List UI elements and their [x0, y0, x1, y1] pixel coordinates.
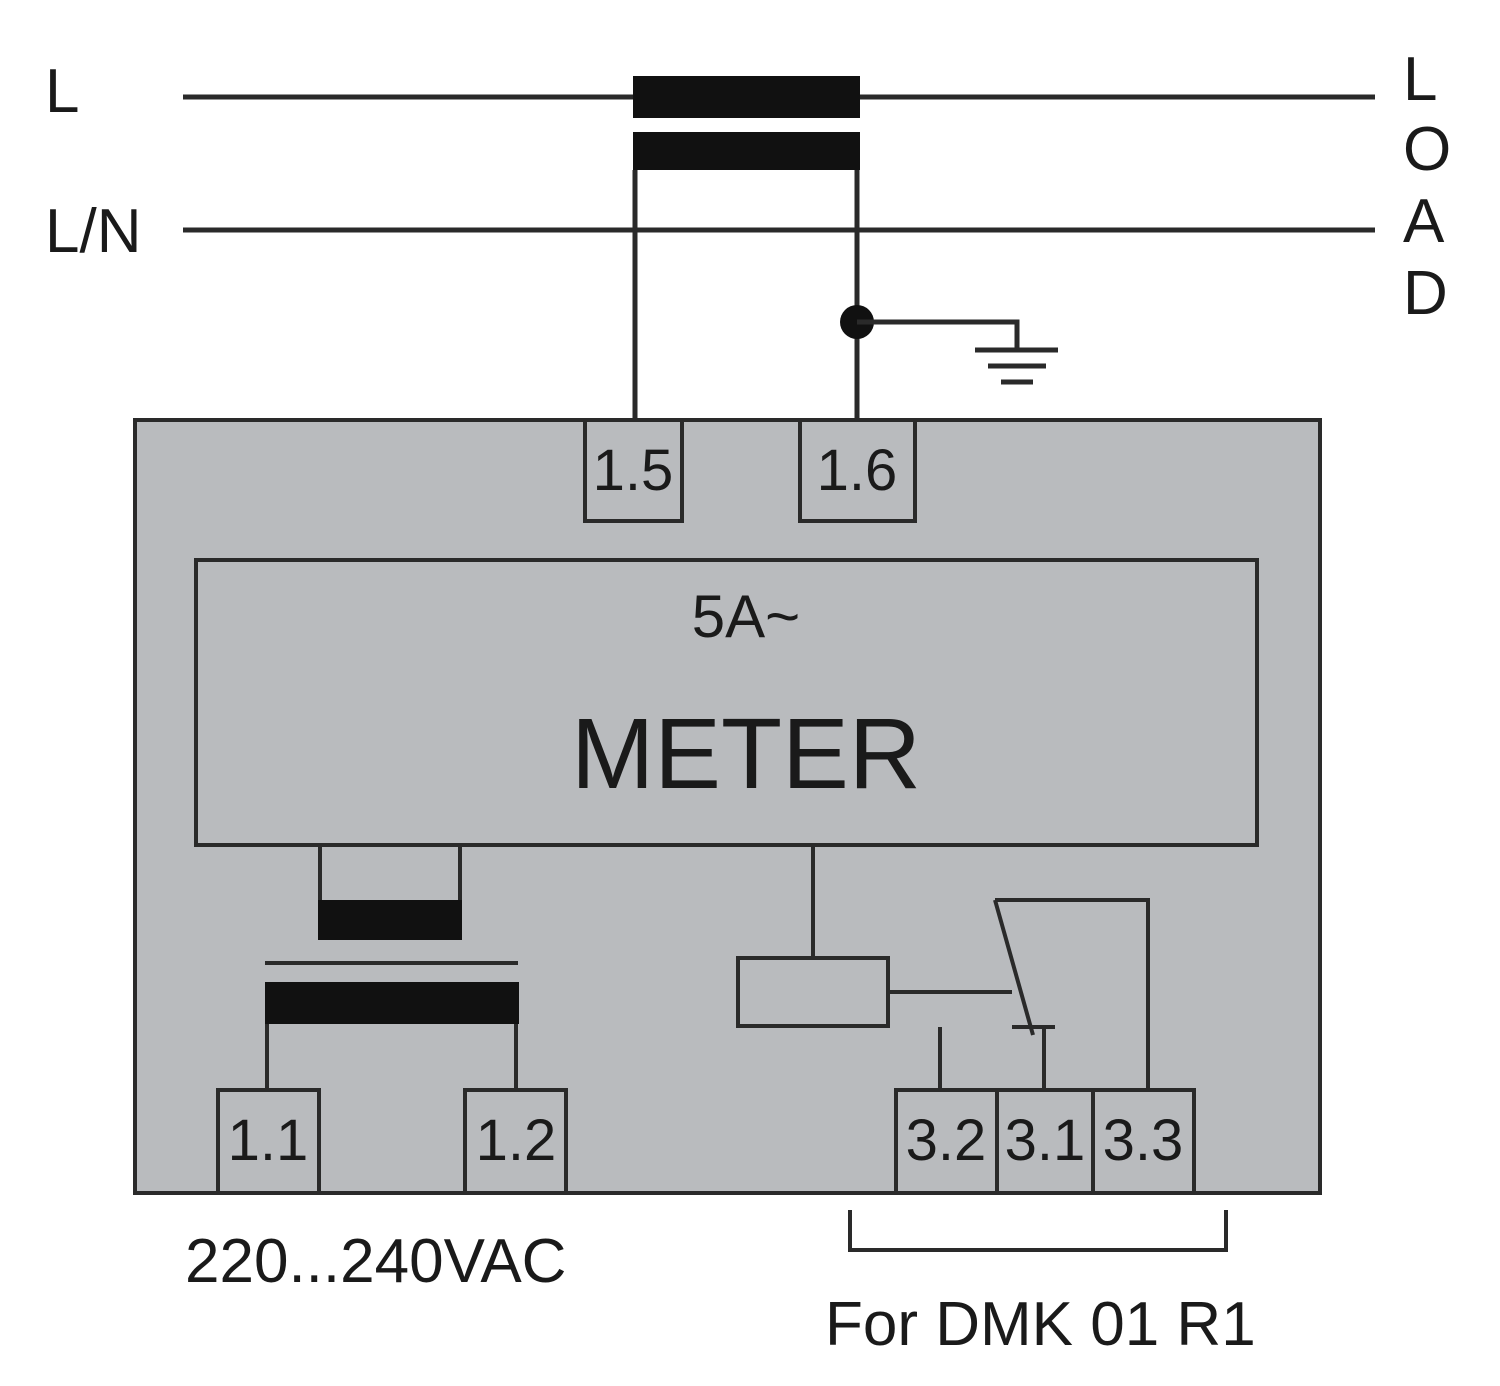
load-letter-o: O: [1403, 115, 1451, 184]
ground-wire: [857, 319, 1020, 350]
line-ln-label: L/N: [45, 197, 141, 266]
supply-voltage-caption: 220...240VAC: [185, 1227, 566, 1296]
load-letter-d: D: [1403, 259, 1448, 328]
terminal-3-1-label: 3.1: [1005, 1108, 1086, 1173]
terminal-1-5: 1.5: [583, 418, 684, 523]
terminal-3-1: 3.1: [995, 1088, 1095, 1195]
relay-option-bracket: [848, 1210, 1228, 1252]
terminal-3-2: 3.2: [894, 1088, 999, 1195]
meter-panel: [194, 558, 1259, 847]
terminal-1-1-label: 1.1: [228, 1108, 309, 1173]
terminal-1-2: 1.2: [463, 1088, 568, 1195]
terminal-1-5-label: 1.5: [593, 438, 674, 503]
meter-title: METER: [571, 698, 921, 810]
load-letter-a: A: [1403, 187, 1445, 256]
terminal-1-2-label: 1.2: [476, 1108, 557, 1173]
meter-rating: 5A~: [692, 583, 800, 650]
terminal-1-6-label: 1.6: [817, 438, 898, 503]
relay-contact-icon: [888, 898, 1150, 1090]
terminal-3-2-label: 3.2: [906, 1108, 987, 1173]
terminal-3-3-label: 3.3: [1103, 1108, 1184, 1173]
current-transformer-icon: [633, 76, 860, 170]
load-label: L O A D: [1403, 45, 1451, 328]
terminal-1-1: 1.1: [216, 1088, 321, 1195]
terminal-1-6: 1.6: [798, 418, 917, 523]
load-letter-l: L: [1403, 45, 1437, 114]
terminal-3-3: 3.3: [1091, 1088, 1196, 1195]
ground-icon: [975, 347, 1058, 385]
supply-transformer-icon: [265, 900, 519, 1024]
relay-coil-icon: [736, 956, 890, 1028]
relay-option-caption: For DMK 01 R1: [825, 1290, 1256, 1359]
line-l-label: L: [45, 57, 79, 126]
